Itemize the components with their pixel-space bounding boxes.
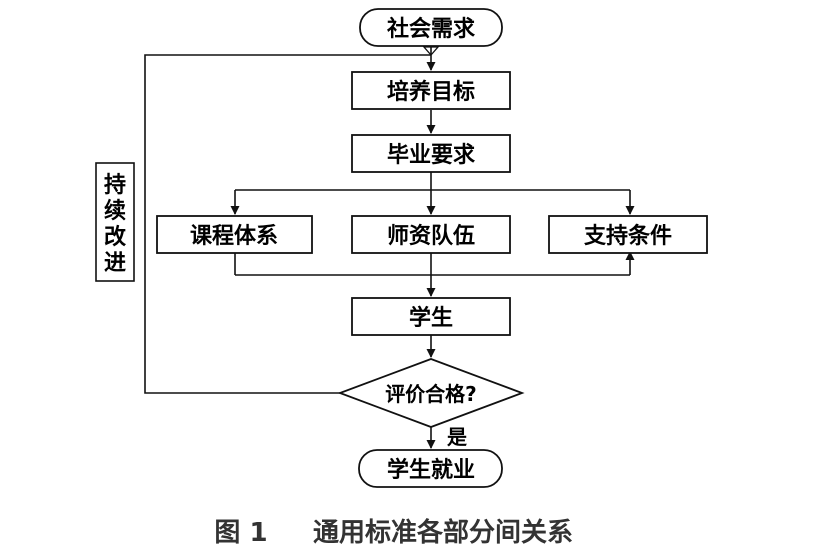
goal-label: 培养目标 (387, 79, 475, 105)
support-box (548, 215, 708, 254)
figure-number: 图 1 (214, 518, 267, 548)
curriculum-box (156, 215, 313, 254)
loop-char-2: 续 (104, 198, 126, 224)
yes-label: 是 (446, 425, 467, 449)
faculty-label: 师资队伍 (387, 223, 475, 249)
grad-req-box (351, 134, 511, 173)
evaluate-decision (337, 358, 525, 428)
student-box (351, 297, 511, 336)
goal-box (351, 71, 511, 110)
feedback-loop-line (144, 54, 431, 394)
student-label: 学生 (409, 305, 453, 331)
end-label: 学生就业 (387, 457, 475, 483)
support-label: 支持条件 (584, 223, 672, 249)
grad-req-label: 毕业要求 (387, 143, 475, 168)
loop-char-3: 改 (104, 224, 127, 250)
loop-label-box (95, 162, 135, 282)
start-label: 社会需求 (387, 16, 475, 42)
end-terminator (358, 449, 503, 488)
evaluate-label: 评价合格? (385, 382, 477, 406)
faculty-box (351, 215, 511, 254)
loop-char-4: 进 (104, 251, 126, 276)
feedback-arrowhead (422, 46, 440, 56)
start-terminator (359, 8, 503, 47)
curriculum-label: 课程体系 (190, 224, 278, 249)
connectors (144, 45, 635, 449)
loop-char-1: 持 (104, 173, 126, 198)
figure-title: 通用标准各部分间关系 (313, 517, 573, 548)
